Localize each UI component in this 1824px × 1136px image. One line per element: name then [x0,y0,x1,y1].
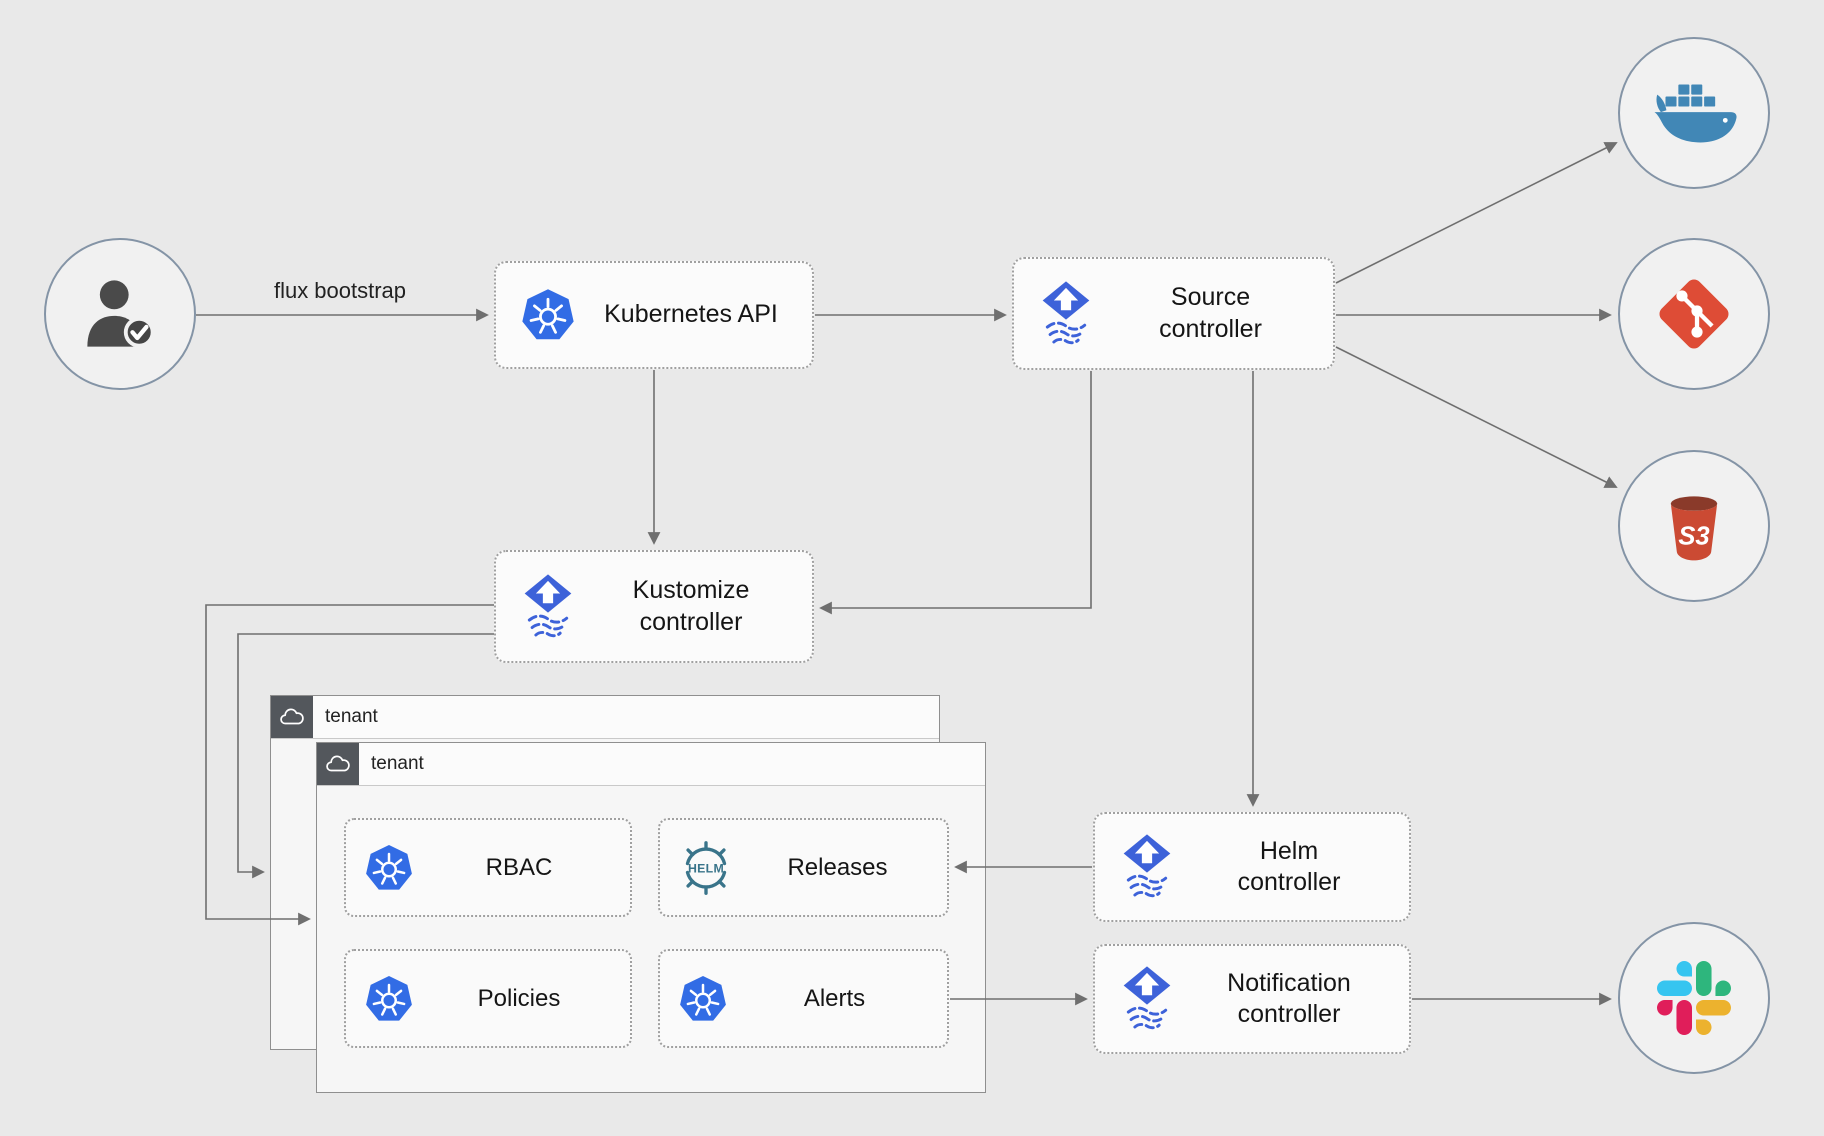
tenant-header: tenant [271,696,939,739]
helm-icon: HELM [685,840,727,895]
policies-label: Policies [477,984,561,1012]
kubernetes-api-label: Kubernetes API [604,300,778,329]
releases-label: Releases [787,853,888,881]
flux-icon [1123,834,1171,898]
s3-bucket-icon: S3 [1670,496,1718,561]
source-controller-label: Source controller [1159,283,1262,343]
flux-icon [1123,966,1171,1030]
helm-controller-label: Helm controller [1237,836,1341,896]
flux-icon [524,573,572,637]
kubernetes-icon [366,844,412,890]
kubernetes-icon [680,975,726,1021]
releases-node: HELM Releases [658,818,949,917]
git-repository-node [1618,238,1770,390]
cloud-icon [317,743,359,785]
kustomize-controller-node: Kustomize controller [494,550,814,663]
notification-controller-node: Notification controller [1093,944,1411,1054]
notification-controller-label: Notification controller [1227,968,1351,1028]
kustomize-controller-label: Kustomize controller [632,576,750,636]
tenant-header: tenant [317,743,985,786]
tenant-back-label: tenant [325,706,378,727]
edge-source-to-s3 [1335,346,1618,488]
tenant-front-label: tenant [371,753,424,774]
slack-icon [1657,961,1731,1035]
helm-controller-node: Helm controller [1093,812,1411,922]
slack-node [1618,922,1770,1074]
edge-label-flux-bootstrap: flux bootstrap [273,278,407,303]
s3-bucket-node: S3 [1618,450,1770,602]
kubernetes-icon [366,975,412,1021]
kubernetes-icon [522,289,574,340]
s3-text: S3 [1678,522,1709,550]
rbac-node: RBAC [344,818,632,917]
flux-icon [1042,280,1090,344]
git-icon [1659,279,1729,349]
kubernetes-api-node: Kubernetes API [494,261,814,369]
alerts-label: Alerts [803,984,866,1012]
cloud-icon [271,696,313,738]
user-node [44,238,196,390]
edge-source-to-kustomize [819,371,1092,615]
source-controller-node: Source controller [1012,257,1335,370]
user-check-icon [87,280,155,348]
edge-source-to-docker [1335,142,1618,284]
alerts-node: Alerts [658,949,949,1048]
policies-node: Policies [344,949,632,1048]
docker-icon [1654,84,1737,143]
docker-registry-node [1618,37,1770,189]
rbac-label: RBAC [485,853,553,881]
helm-text: HELM [688,861,724,875]
